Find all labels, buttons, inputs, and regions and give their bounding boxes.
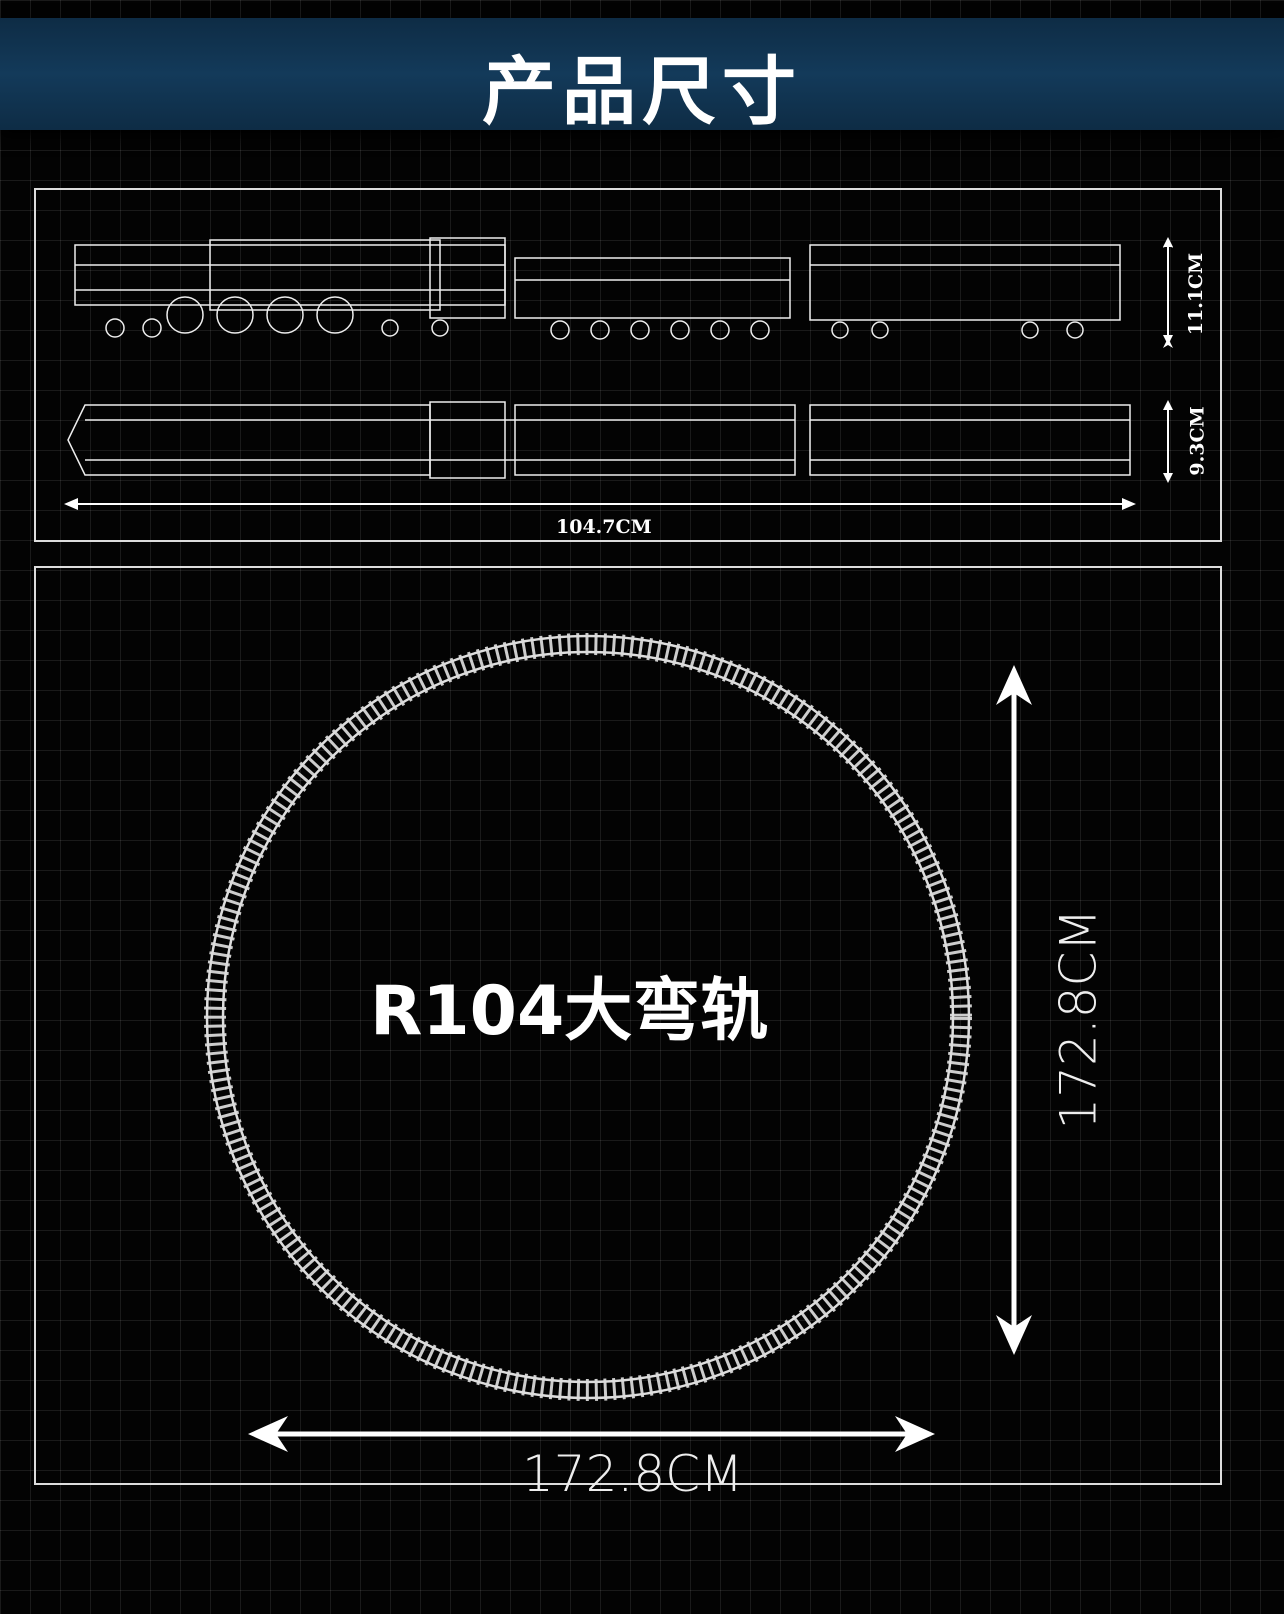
- train-top-view: [67, 401, 1131, 479]
- track-dimensions-panel: [34, 566, 1222, 1485]
- track-width-label: 172.8CM: [522, 1445, 744, 1503]
- train-height-label: 11.1CM: [1185, 252, 1208, 336]
- locomotive-side: [74, 237, 506, 338]
- water-car-side: [809, 244, 1121, 339]
- tender-side: [514, 257, 791, 340]
- train-width-label: 9.3CM: [1186, 406, 1209, 476]
- train-length-label: 104.7CM: [556, 516, 652, 538]
- circular-track: [204, 633, 972, 1401]
- track-name-label: R104大弯轨: [370, 972, 769, 1051]
- page-title: 产品尺寸: [482, 49, 802, 135]
- track-height-label: 172.8CM: [1049, 908, 1108, 1130]
- train-side-view: [74, 237, 1121, 340]
- header-banner: 产品尺寸: [0, 18, 1284, 135]
- train-dimensions-panel: [34, 188, 1222, 542]
